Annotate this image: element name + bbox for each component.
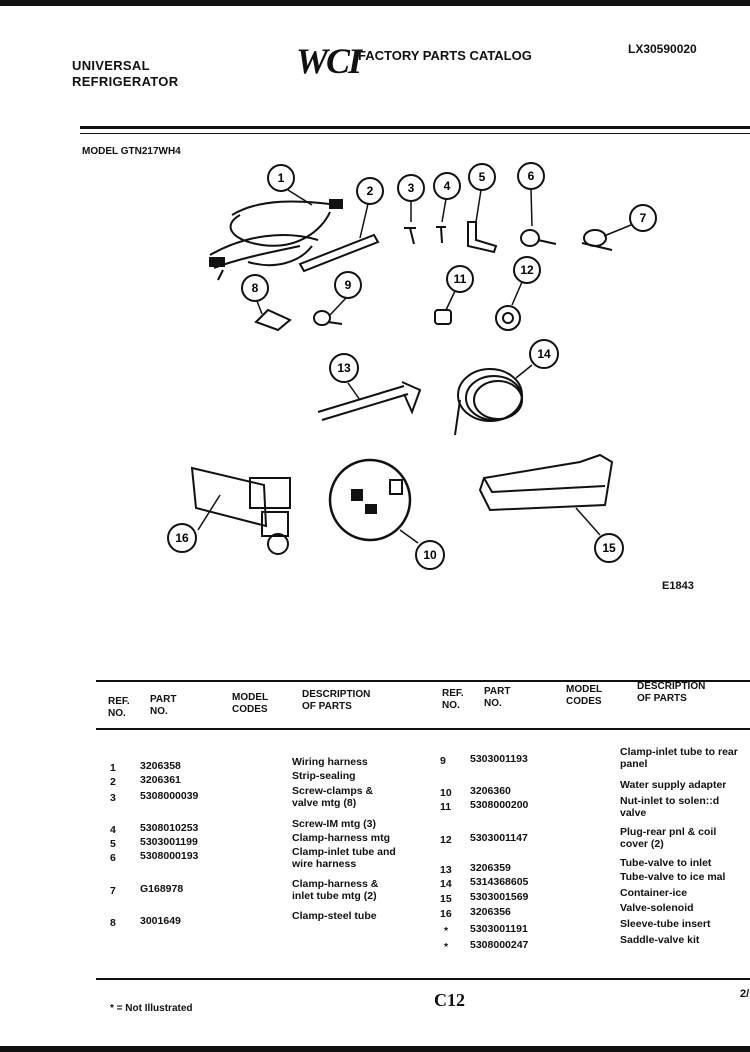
header-rule-thin xyxy=(80,133,750,134)
callout-15: 15 xyxy=(594,533,624,563)
callout-1: 1 xyxy=(267,164,295,192)
part-water-supply-adapter xyxy=(328,458,412,542)
table-top-rule xyxy=(96,680,750,682)
part-tube-valve-inlet xyxy=(317,381,422,421)
svg-text:7: 7 xyxy=(640,211,647,225)
table-bottom-rule xyxy=(96,978,750,980)
catalog-title: FACTORY PARTS CATALOG xyxy=(358,48,532,63)
part-strip-sealing xyxy=(298,233,380,273)
brand-line-1: UNIVERSAL xyxy=(72,58,150,73)
callout-9: 9 xyxy=(334,271,362,299)
svg-text:3: 3 xyxy=(408,181,415,195)
svg-text:11: 11 xyxy=(454,272,467,286)
callout-12: 12 xyxy=(513,256,541,284)
callout-10: 10 xyxy=(415,540,445,570)
callout-11: 11 xyxy=(446,265,474,293)
svg-text:8: 8 xyxy=(252,281,259,295)
part-tube-valve-ice-maker xyxy=(454,368,523,436)
svg-text:12: 12 xyxy=(520,263,534,277)
model-number: MODEL GTN217WH4 xyxy=(82,146,181,157)
svg-text:6: 6 xyxy=(528,169,535,183)
svg-text:4: 4 xyxy=(444,179,451,193)
callout-5: 5 xyxy=(468,163,496,191)
callout-16: 16 xyxy=(167,523,197,553)
svg-text:5: 5 xyxy=(479,170,486,184)
part-valve-solenoid xyxy=(190,466,291,555)
brand-block: UNIVERSAL REFRIGERATOR xyxy=(72,58,178,90)
page-number: C12 xyxy=(434,990,465,1010)
header-rule-thick xyxy=(80,126,750,129)
not-illustrated-note: * = Not Illustrated xyxy=(110,1003,193,1014)
part-screw-clamps xyxy=(404,227,416,245)
callout-13: 13 xyxy=(329,353,359,383)
callout-6: 6 xyxy=(517,162,545,190)
callout-3: 3 xyxy=(397,174,425,202)
svg-text:15: 15 xyxy=(602,541,616,555)
document-id: LX30590020 xyxy=(628,42,697,56)
part-clamp-inlet-rear xyxy=(313,310,343,326)
callout-14: 14 xyxy=(529,339,559,369)
svg-text:2: 2 xyxy=(367,184,374,198)
svg-text:9: 9 xyxy=(345,278,352,292)
part-clamp-steel-tube xyxy=(254,308,292,332)
diagram-code: E1843 xyxy=(662,580,694,592)
header-ref-left: REF.NO. xyxy=(108,696,130,719)
part-wiring-harness xyxy=(209,199,343,281)
part-clamp-harness-mtg xyxy=(467,221,498,254)
brand-line-2: REFRIGERATOR xyxy=(72,74,179,89)
header-ref-right: REF.NO. xyxy=(442,688,464,711)
part-clamp-harness-inlet xyxy=(581,229,613,251)
callout-4: 4 xyxy=(433,172,461,200)
svg-text:14: 14 xyxy=(537,347,551,361)
svg-text:16: 16 xyxy=(175,531,189,545)
svg-text:10: 10 xyxy=(423,548,437,562)
svg-text:13: 13 xyxy=(337,361,351,375)
part-clamp-inlet-tube xyxy=(520,229,557,247)
bottom-border xyxy=(0,1046,750,1052)
part-nut-inlet xyxy=(434,309,452,325)
wci-logo: WCI xyxy=(296,41,362,81)
top-border xyxy=(0,0,750,6)
part-screw-im xyxy=(436,226,446,244)
exploded-parts-diagram: 1 2 3 4 5 6 7 8 9 10 11 12 13 14 15 16 xyxy=(167,162,657,570)
page-fraction: 2/ xyxy=(740,988,750,1000)
callout-8: 8 xyxy=(241,274,269,302)
callout-2: 2 xyxy=(356,177,384,205)
table-header-rule xyxy=(96,728,750,730)
part-container-ice xyxy=(478,453,614,512)
part-plug-rear-panel xyxy=(495,305,521,331)
svg-text:1: 1 xyxy=(278,171,285,185)
callout-7: 7 xyxy=(629,204,657,232)
